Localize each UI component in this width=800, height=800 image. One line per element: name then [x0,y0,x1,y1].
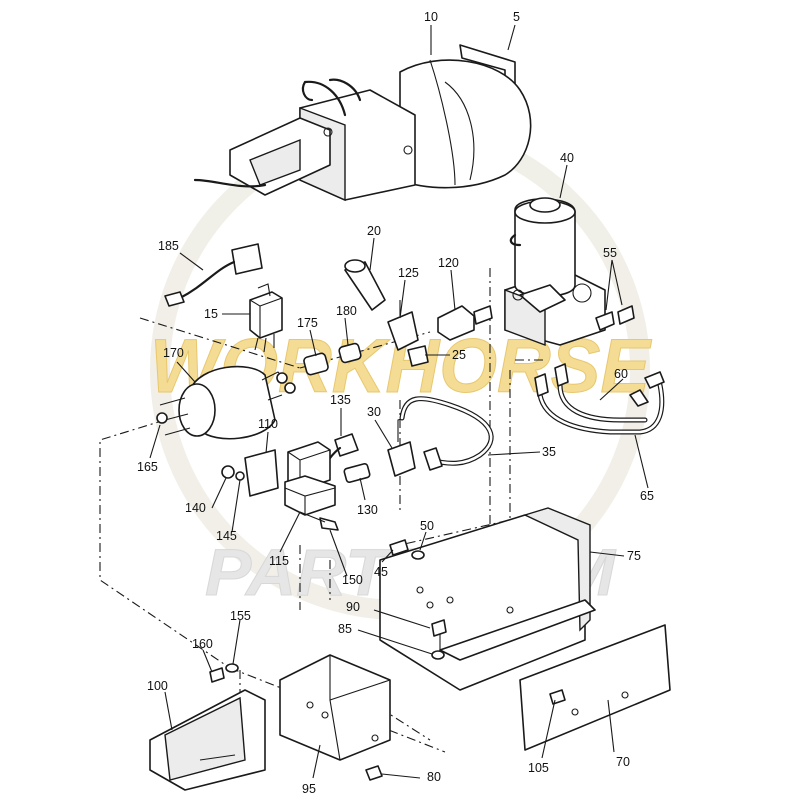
callout-labels: 10 5 40 20 185 55 120 125 15 175 180 25 … [137,10,654,796]
callout-80: 80 [427,770,441,784]
callout-145: 145 [216,529,237,543]
bracket-100 [149,689,266,791]
nuts-140-145 [221,465,245,481]
callout-85: 85 [338,622,352,636]
callout-65: 65 [640,489,654,503]
callout-10: 10 [424,10,438,24]
callout-115: 115 [269,554,289,568]
nut-165 [156,412,168,424]
solenoid-170 [159,365,296,440]
nut-160 [209,667,225,683]
bracket-75 [379,507,596,691]
callout-90: 90 [346,600,360,614]
callout-95: 95 [302,782,316,796]
callout-185: 185 [158,239,179,253]
callout-155: 155 [230,609,251,623]
pump-motor [504,197,606,347]
callout-45: 45 [374,565,388,579]
callout-175: 175 [297,316,318,330]
callout-100: 100 [147,679,168,693]
plate-110 [244,449,279,497]
mount-bracket-95 [279,654,391,761]
fitting-130 [343,463,371,483]
callout-60: 60 [614,367,628,381]
tee-30 [387,417,416,477]
callout-180: 180 [336,304,357,318]
bolt-90 [431,619,447,650]
callout-30: 30 [367,405,381,419]
plate-70 [519,624,671,751]
callout-135: 135 [330,393,351,407]
nut-80 [365,765,383,781]
callout-35: 35 [542,445,556,459]
connector-120 [437,305,493,341]
callout-170: 170 [163,346,184,360]
callout-165: 165 [137,460,158,474]
callout-130: 130 [357,503,378,517]
callout-150: 150 [342,573,363,587]
fitting-175 [303,352,329,376]
callout-125: 125 [398,266,419,280]
adapter-25 [407,345,429,367]
washer-85 [431,650,445,660]
callout-40: 40 [560,151,574,165]
callout-50: 50 [420,519,434,533]
callout-5: 5 [513,10,520,24]
callout-55: 55 [603,246,617,260]
tubes-60-65 [534,363,665,435]
leader-lines [149,24,649,779]
relay [249,283,283,353]
callout-25: 25 [452,348,466,362]
bolt-105 [549,689,566,705]
tee-fitting [387,300,419,351]
callout-105: 105 [528,761,549,775]
callout-20: 20 [367,224,381,238]
washer-155 [225,663,239,673]
callout-15: 15 [204,307,218,321]
callout-160: 160 [192,637,213,651]
bolt-150 [299,511,339,531]
fitting-180 [338,342,362,364]
wire-harness [164,243,263,307]
callout-110: 110 [258,417,278,431]
callout-70: 70 [616,755,630,769]
callout-75: 75 [627,549,641,563]
callout-140: 140 [185,501,206,515]
callout-120: 120 [438,256,459,270]
reservoir-assembly [193,44,532,202]
solenoid-valve-115 [284,441,336,516]
hose-35 [399,396,494,471]
pressure-switch [344,259,386,311]
washer-50 [411,550,425,560]
fittings-55 [595,305,635,331]
